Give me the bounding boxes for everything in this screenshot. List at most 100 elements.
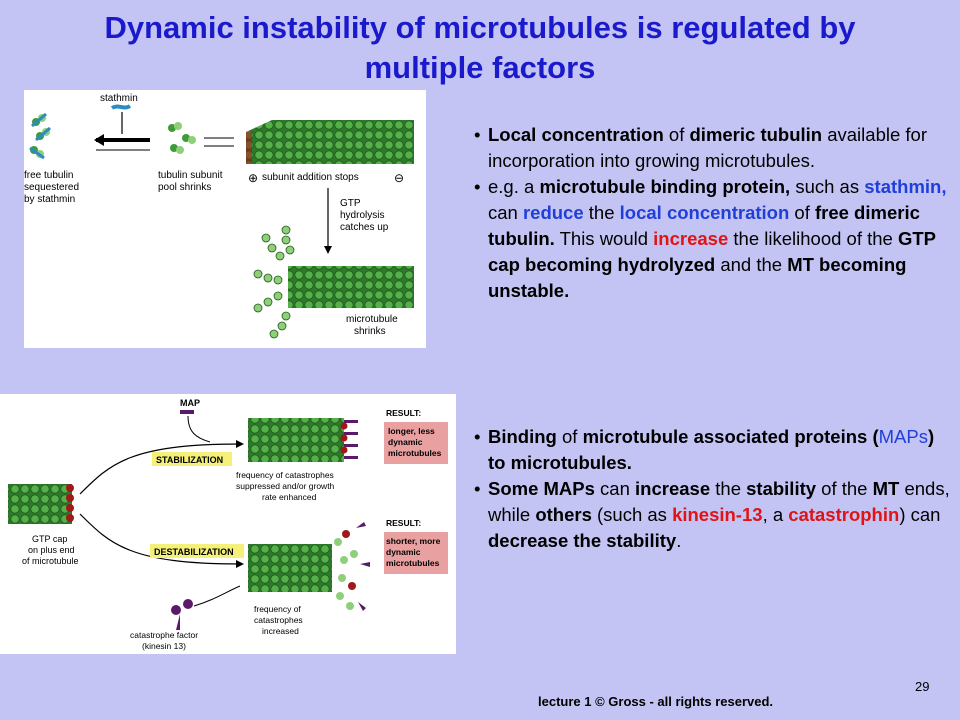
minus-end-icon: ⊖ bbox=[394, 171, 404, 185]
bullet-binding-maps: Binding of microtubule associated protei… bbox=[474, 424, 954, 476]
text-span: available for incorporation into growing… bbox=[488, 124, 927, 171]
catastrophe-label: catastrophe factor bbox=[130, 630, 198, 640]
catastrophe-label-2: (kinesin 13) bbox=[142, 641, 186, 651]
text-span: free dimeric tubulin. bbox=[488, 202, 920, 249]
text-span: MT becoming unstable. bbox=[488, 254, 907, 301]
text-span: microtubules. bbox=[510, 452, 632, 473]
page-number: 29 bbox=[915, 679, 930, 694]
kinesin-arrow bbox=[193, 585, 241, 607]
text-span: such as bbox=[790, 176, 865, 197]
hydrolysis-arrowhead bbox=[324, 246, 332, 254]
freq1-label: frequency of catastrophes bbox=[236, 470, 334, 480]
title-line-2: multiple factors bbox=[364, 50, 596, 85]
text-span: microtubule binding protein, bbox=[539, 176, 791, 197]
result1-line1: longer, less bbox=[388, 426, 435, 436]
result2-box bbox=[384, 532, 448, 574]
text-span: reduce bbox=[522, 202, 584, 223]
tubulin-pool-icon bbox=[168, 122, 196, 154]
destabilized-microtubule bbox=[248, 544, 332, 592]
text-span: Local concentration bbox=[488, 124, 664, 145]
result1-line3: microtubules bbox=[388, 448, 442, 458]
stabilization-arrowhead bbox=[236, 440, 244, 448]
text-span: GTP cap becoming hydrolyzed bbox=[488, 228, 936, 275]
destabilization-arrowhead bbox=[236, 560, 244, 568]
maps-diagram: GTP cap on plus end of microtubule MAP S… bbox=[8, 398, 448, 651]
gtp-label-2: hydrolysis bbox=[340, 210, 384, 221]
addition-stops-label: subunit addition stops bbox=[262, 172, 359, 183]
text-span: the bbox=[710, 478, 747, 499]
shrinks-label-2: shrinks bbox=[354, 326, 386, 337]
free-tubulin-label-3: by stathmin bbox=[24, 194, 75, 205]
microtubule-top bbox=[246, 120, 414, 164]
freq2-label-2: catastrophes bbox=[254, 615, 303, 625]
text-span: ends, while bbox=[488, 478, 950, 525]
freq2-label-3: increased bbox=[262, 626, 299, 636]
text-span: ) to bbox=[488, 426, 935, 473]
map-icon bbox=[180, 410, 194, 414]
freq1-label-3: rate enhanced bbox=[262, 492, 317, 502]
result1-box bbox=[384, 422, 448, 464]
stabilization-badge bbox=[152, 452, 232, 466]
text-span: stathmin, bbox=[864, 176, 947, 197]
bullet-local-concentration: Local concentration of dimeric tubulin a… bbox=[474, 122, 954, 174]
text-span: Some MAPs bbox=[488, 478, 595, 499]
text-span: local concentration bbox=[619, 202, 790, 223]
pool-label-2: pool shrinks bbox=[158, 182, 211, 193]
gtp-cap bbox=[246, 132, 252, 164]
title-line-1: Dynamic instability of microtubules is r… bbox=[104, 10, 856, 45]
text-span: decrease bbox=[488, 530, 569, 551]
text-span: microtubule associated proteins ( bbox=[582, 426, 879, 447]
stabilization-arrow bbox=[79, 443, 241, 495]
microtubule-bottom bbox=[288, 266, 414, 308]
gtp-cap-icon bbox=[66, 484, 74, 522]
result2-label: RESULT: bbox=[386, 518, 421, 528]
text-span: can bbox=[594, 478, 636, 499]
text-span: ) can bbox=[899, 504, 941, 525]
footer-copyright: lecture 1 © Gross - all rights reserved. bbox=[538, 694, 774, 709]
peeling-protofilaments-icon bbox=[253, 225, 295, 339]
text-span: the bbox=[583, 202, 620, 223]
text-span: others bbox=[535, 504, 592, 525]
text-span: dimeric tubulin bbox=[689, 124, 823, 145]
text-span: Binding bbox=[488, 426, 557, 447]
stathmin-diagram: stathmin free tubulin sequestered by sta… bbox=[24, 93, 414, 339]
text-span: kinesin-13 bbox=[672, 504, 763, 525]
text-span: increase bbox=[635, 478, 711, 499]
stabilized-gtp-cap bbox=[340, 422, 348, 454]
result1-line2: dynamic bbox=[388, 437, 423, 447]
cap-label-2: on plus end bbox=[28, 545, 75, 555]
plus-end-icon: ⊕ bbox=[248, 171, 258, 185]
bullets-maps: Binding of microtubule associated protei… bbox=[474, 424, 954, 554]
stabilized-microtubule bbox=[248, 418, 344, 462]
destabilized-ends-icon bbox=[334, 522, 370, 611]
text-span: and the bbox=[715, 254, 788, 275]
text-span: This would bbox=[554, 228, 654, 249]
result2-line1: shorter, more bbox=[386, 536, 441, 546]
bound-map-icons bbox=[344, 420, 358, 459]
text-span: of bbox=[789, 202, 815, 223]
text-span: MAPs bbox=[878, 426, 928, 447]
text-span: . bbox=[676, 530, 682, 551]
free-tubulin-label: free tubulin bbox=[24, 170, 73, 181]
stabilization-label: STABILIZATION bbox=[156, 455, 223, 465]
result1-label: RESULT: bbox=[386, 408, 421, 418]
bullets-stathmin: Local concentration of dimeric tubulin a… bbox=[474, 122, 954, 304]
text-span: MT bbox=[872, 478, 900, 499]
bullet-some-maps: Some MAPs can increase the stability of … bbox=[474, 476, 954, 554]
sequester-arrowhead bbox=[94, 134, 104, 146]
text-span: (such as bbox=[591, 504, 673, 525]
slide-title: Dynamic instability of microtubules is r… bbox=[0, 8, 960, 88]
map-arrow bbox=[187, 415, 211, 443]
stathmin-icon bbox=[110, 104, 132, 110]
cap-label: GTP cap bbox=[32, 534, 67, 544]
kinesin-13-icon bbox=[171, 599, 193, 630]
text-span: of the bbox=[816, 478, 873, 499]
gtp-label-3: catches up bbox=[340, 222, 389, 233]
stathmin-figure: stathmin free tubulin sequestered by sta… bbox=[24, 90, 426, 348]
pool-label: tubulin subunit bbox=[158, 170, 223, 181]
text-span: the stability bbox=[568, 530, 677, 551]
maps-figure: GTP cap on plus end of microtubule MAP S… bbox=[0, 394, 456, 654]
result2-line3: microtubules bbox=[386, 558, 440, 568]
text-span: can bbox=[488, 202, 523, 223]
initial-microtubule bbox=[8, 484, 72, 524]
